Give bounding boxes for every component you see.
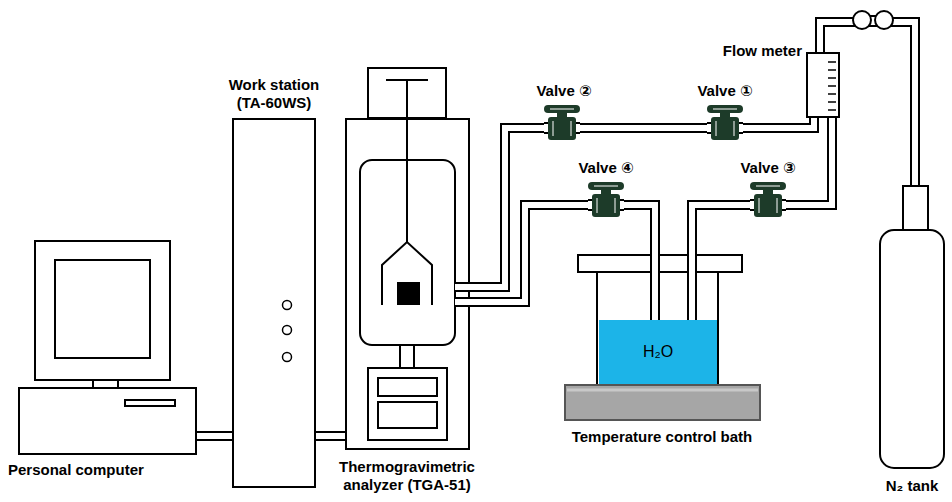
gas-pipe: [624, 205, 655, 320]
indicator-light: [283, 326, 292, 335]
temperature-bath: Temperature control bathH₂O: [565, 255, 760, 420]
equipment-drawing: [544, 104, 580, 140]
gas-pipe: [743, 118, 814, 128]
scale-tick: [828, 93, 836, 95]
valve-body: [754, 194, 782, 217]
equipment-label: N₂ tank: [877, 477, 947, 495]
liquid-label: H₂O: [599, 320, 717, 384]
balance-panel: [378, 402, 437, 428]
tga-top-cap: [368, 68, 446, 118]
hang-wire: [406, 118, 408, 242]
equipment-drawing: [232, 118, 316, 488]
signal-cable: [316, 436, 345, 437]
pipe-inner: [455, 284, 472, 290]
tank-body: [880, 230, 944, 468]
gas-pipe: [580, 128, 707, 129]
indicator-light: [283, 353, 292, 362]
equipment-drawing: [588, 181, 624, 217]
equipment-label: Valve ③: [728, 159, 808, 177]
scale-tick: [828, 69, 836, 71]
pipe-inner: [624, 205, 655, 320]
scale-tick: [828, 85, 836, 87]
pressure-gauge: [875, 11, 893, 29]
pipe-outline: [580, 123, 707, 133]
equipment-label: Valve ①: [685, 82, 765, 100]
equipment-drawing: [750, 181, 786, 217]
scale-tick: [828, 77, 836, 79]
pipe-inner: [455, 299, 472, 305]
sample: [397, 282, 420, 305]
flow-meter: Flow meter: [806, 52, 840, 118]
balance-stem: [400, 345, 414, 368]
scale-tick: [828, 109, 836, 111]
pipe-inner: [692, 205, 750, 320]
equipment-label: Personal computer: [8, 461, 168, 479]
pressure-gauge: [853, 11, 871, 29]
equipment-label: Valve ②: [524, 82, 604, 100]
monitor-stand: [93, 380, 118, 388]
valve-highlight: [594, 186, 618, 213]
water: H₂O: [599, 320, 717, 384]
pipe-outline: [316, 431, 345, 441]
gas-pipe: [470, 205, 588, 302]
equipment-drawing: [345, 118, 470, 450]
thermogravimetric-analyzer: Thermogravimetric analyzer (TGA-51): [345, 118, 470, 450]
pipe-inner: [580, 125, 707, 131]
pipe-outline: [197, 431, 232, 441]
balance-unit: [368, 368, 447, 440]
valve-body: [711, 117, 739, 140]
indicator-light: [283, 301, 292, 310]
computer-case: [19, 388, 196, 454]
monitor-frame: [35, 241, 170, 380]
equipment-label: Valve ④: [566, 159, 646, 177]
pipe-inner: [743, 118, 814, 128]
bath-base: [565, 385, 760, 420]
pipe-outline: [455, 282, 472, 292]
valve-highlight: [713, 109, 737, 136]
valve-body: [548, 117, 576, 140]
pipe-outline: [624, 205, 655, 320]
valve: Valve ④: [588, 181, 624, 217]
gas-tank: N₂ tank: [878, 185, 946, 470]
equipment-drawing: [707, 104, 743, 140]
valve: Valve ③: [750, 181, 786, 217]
pipe-outline: [692, 205, 750, 320]
equipment-label: Flow meter: [700, 42, 802, 60]
equipment-drawing: [806, 52, 840, 118]
valve-highlight: [550, 109, 574, 136]
bath-base-edge: [567, 389, 758, 392]
drive-slot: [125, 400, 175, 406]
pipe-inner: [316, 433, 345, 439]
pipe-inner: [197, 433, 232, 439]
equipment-label: Thermogravimetric analyzer (TGA-51): [327, 458, 487, 494]
personal-computer: Personal computer: [18, 240, 197, 455]
tank-neck: [903, 186, 928, 230]
monitor-screen: [55, 260, 150, 358]
work-station: Work station (TA-60WS): [232, 118, 316, 488]
signal-cable: [197, 436, 232, 437]
pipe-outline: [743, 118, 814, 128]
equipment-label: Temperature control bath: [542, 428, 782, 446]
gas-pipe: [692, 205, 750, 320]
sample-holder: [382, 242, 432, 305]
balance-panel: [378, 378, 437, 396]
scale-tick: [828, 61, 836, 63]
valve: Valve ②: [544, 104, 580, 140]
valve-body: [592, 194, 620, 217]
pipe-outline: [470, 205, 588, 302]
pipe-inner: [470, 205, 588, 302]
equipment-drawing: [18, 240, 197, 455]
valve-highlight: [756, 186, 780, 213]
scale-tick: [828, 101, 836, 103]
valve: Valve ①: [707, 104, 743, 140]
hang-wire: [386, 80, 428, 118]
pipe-outline: [455, 297, 472, 307]
equipment-label: Work station (TA-60WS): [218, 76, 330, 112]
equipment-drawing: [878, 185, 946, 470]
